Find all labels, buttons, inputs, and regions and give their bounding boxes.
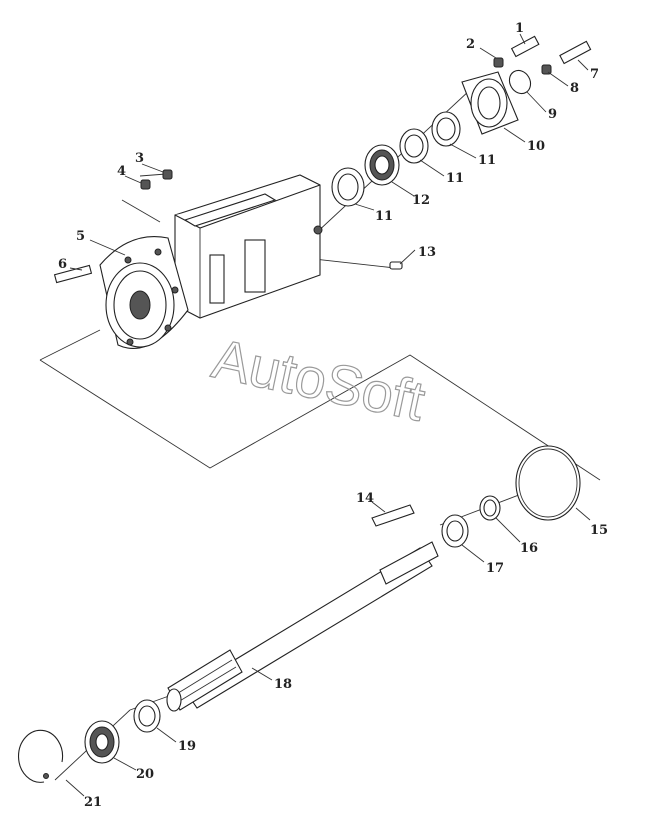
callout-9: 9 — [548, 107, 557, 122]
callout-10: 10 — [527, 139, 545, 154]
nut-part-3 — [162, 169, 173, 180]
key-part-14 — [371, 504, 415, 527]
bearing-part-20 — [84, 720, 120, 764]
ring-part-19 — [133, 699, 161, 733]
seal-ring-part-15 — [515, 445, 581, 521]
callout-14: 14 — [356, 491, 374, 506]
ring-part-17 — [441, 514, 469, 548]
callout-20: 20 — [136, 767, 154, 782]
leader-lines — [65, 33, 591, 797]
snap-ring-part-21 — [17, 729, 64, 783]
callout-3: 3 — [135, 151, 144, 166]
watermark-text: AutoSoft — [207, 326, 431, 432]
stud-part-6 — [53, 264, 93, 284]
callout-13: 13 — [418, 245, 436, 260]
callout-17: 17 — [486, 561, 504, 576]
ring-part-11-b — [399, 128, 429, 164]
callout-4: 4 — [117, 164, 126, 179]
callout-18: 18 — [274, 677, 292, 692]
callout-2: 2 — [466, 37, 475, 52]
callout-11-b: 11 — [446, 171, 464, 186]
callout-16: 16 — [520, 541, 538, 556]
pin-part-13 — [389, 261, 403, 270]
callout-12: 12 — [412, 193, 430, 208]
bolt-part-1 — [510, 35, 540, 58]
callout-7: 7 — [590, 67, 599, 82]
callout-19: 19 — [178, 739, 196, 754]
callout-11-c: 11 — [375, 209, 393, 224]
bolt-part-7 — [559, 40, 592, 65]
callout-8: 8 — [570, 81, 579, 96]
callout-5: 5 — [76, 229, 85, 244]
bearing-part-12 — [364, 144, 400, 186]
ring-part-11-a — [331, 167, 365, 207]
callout-6: 6 — [58, 257, 67, 272]
ring-part-16 — [479, 495, 501, 521]
callout-1: 1 — [515, 21, 524, 36]
callout-11-a: 11 — [478, 153, 496, 168]
washer-part-4 — [140, 179, 151, 190]
housing-assembly — [99, 174, 323, 349]
callout-21: 21 — [84, 795, 102, 810]
plate-part-9 — [508, 69, 532, 95]
cover-part-10 — [461, 71, 519, 135]
shaft-part-18 — [166, 541, 439, 712]
callout-15: 15 — [590, 523, 608, 538]
washer-part-8 — [541, 64, 552, 75]
ring-part-11-c — [431, 111, 461, 147]
washer-part-2 — [493, 57, 504, 68]
